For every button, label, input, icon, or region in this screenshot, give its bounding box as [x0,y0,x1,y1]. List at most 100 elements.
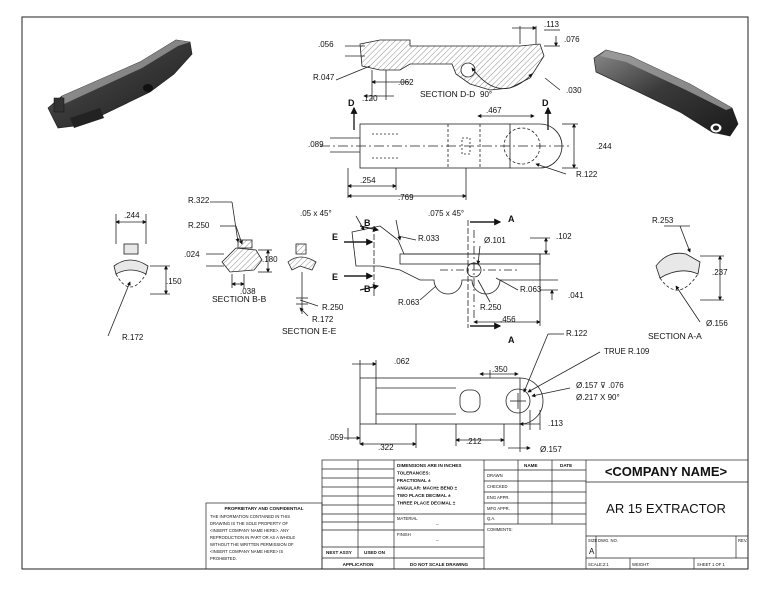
section-bb-dim-1: R.322 [188,196,210,205]
front-view-dim-1: .075 x 45° [428,209,464,218]
proprietary-line-2: <INSERT COMPANY NAME HERE>. ANY [210,528,289,533]
tolerance-line-2: FRACTIONAL ± [397,478,431,483]
section-aa-dim-2: Ø.156 [706,319,728,328]
iso-render-left [47,39,193,129]
section-bb-dim-7: R.172 [122,333,144,342]
role-label-4: Q.A. [487,516,495,521]
role-label-3: MFG APPR. [487,506,510,511]
top-view-dim-2: D [542,98,549,108]
tolerance-line-5: THREE PLACE DECIMAL ± [397,501,456,506]
proprietary-line-0: THE INFORMATION CONTAINED IN THIS [210,514,290,519]
proprietary-notice: THE INFORMATION CONTAINED IN THIS DRAWING… [210,514,295,561]
top-dim-text: .467 D D .089 .244 .254 .769 R.122 [308,98,612,202]
section-d-d-view [335,26,561,100]
tolerance-line-4: TWO PLACE DECIMAL ± [397,493,451,498]
section-dd-dim-6: 90° [480,90,492,99]
front-view-dim-3: A [508,335,515,345]
rev-label: REV. [738,538,747,543]
section-bb-dim-5: .150 [166,277,182,286]
front-view-dim-2: A [508,214,515,224]
tolerance-line-0: DIMENSIONS ARE IN INCHES [397,463,461,468]
date-column-header: DATE [560,463,572,468]
front-view-dim-4: E [332,232,338,242]
front-view-dim-11: R.063 [520,285,542,294]
proprietary-line-1: DRAWING IS THE SOLE PROPERTY OF [210,521,288,526]
section-bb-dim-3: .024 [184,250,200,259]
material-label: MATERIAL [397,516,418,521]
dwg-no-label: DWG. NO. [598,538,618,543]
front-view-dim-8: R.033 [418,234,440,243]
next-assy-label: NEXT ASSY [326,550,352,555]
application-label: APPLICATION [343,562,374,567]
section-e-e-view [287,243,319,317]
section-ee-dim-0: R.250 [322,303,344,312]
top-view [320,106,578,200]
proprietary-line-5: <INSERT COMPANY NAME HERE> IS [210,549,283,554]
section-b-b-label: SECTION B-B [212,294,267,304]
used-on-label: USED ON [364,550,386,555]
top-view-dim-1: D [348,98,355,108]
scale-label: SCALE:2:1 [588,562,609,567]
front-view-dim-0: .05 x 45° [300,209,332,218]
tolerance-line-3: ANGULAR: MACH± BEND ± [397,486,458,491]
front-view-dim-5: E [332,272,338,282]
size-label: SIZE [588,538,598,543]
bottom-view-dim-5: Ø.217 X 90° [576,393,620,402]
role-label-2: ENG APPR. [487,495,510,500]
bottom-view-dim-10: Ø.157 [540,445,562,454]
top-view-dim-7: R.122 [576,170,598,179]
section-dd-dim-3: R.047 [313,73,335,82]
top-view-dim-4: .244 [596,142,612,151]
section-ee-dim-1: R.172 [312,315,334,324]
top-view-dim-3: .089 [308,140,324,149]
section-aa-dim-0: R.253 [652,216,674,225]
section-aa-dim-1: .237 [712,268,728,277]
section-a-a-view [655,225,724,323]
role-label-0: DRAWN [487,473,503,478]
bottom-view-dim-3: TRUE R.109 [604,347,650,356]
sheet-label: SHEET 1 OF 1 [697,562,726,567]
top-view-dim-0: .467 [486,106,502,115]
do-not-scale-label: DO NOT SCALE DRAWING [410,562,469,567]
section-dd-dim-0: .056 [318,40,334,49]
section-dd-dim-5: .062 [398,78,414,87]
bottom-view-dim-7: .059 [328,433,344,442]
section-bb-dim-2: R.250 [188,221,210,230]
size-value: A [589,547,595,556]
finish-label: FINISH [397,532,411,537]
section-dd-dim-7: .030 [566,86,582,95]
bottom-view-dim-4: Ø.157 ⊽ .076 [576,381,624,390]
section-dd-dim-2: .076 [564,35,580,44]
bottom-view-dim-2: R.122 [566,329,588,338]
top-view-dim-6: .769 [398,193,414,202]
drawing-title: AR 15 EXTRACTOR [606,501,726,516]
bottom-view-dim-0: .062 [394,357,410,366]
section-dd-dim-1: .113 [544,20,560,29]
title-block [205,459,749,570]
weight-label: WEIGHT: [632,562,649,567]
name-column-header: NAME [524,463,538,468]
material-value: -- [436,522,439,527]
role-label-5: COMMENTS: [487,527,513,532]
front-view-dim-14: R.250 [480,303,502,312]
section-a-a-label: SECTION A-A [648,331,702,341]
top-view-dim-5: .254 [360,176,376,185]
iso-render-right [593,49,739,137]
section-bb-dim-0: .244 [124,211,140,220]
proprietary-line-3: REPRODUCTION IN PART OR AS A WHOLE [210,535,295,540]
front-view-dim-10: .102 [556,232,572,241]
section-dd-dim-4: .120 [362,94,378,103]
front-view-dim-7: B [364,284,371,294]
bottom-view-dim-8: .322 [378,443,394,452]
section-bb-dim-4: .180 [262,255,278,264]
section-bb-dim-6: .038 [240,287,256,296]
bottom-view [344,333,601,452]
front-view-dim-15: .456 [500,315,516,324]
bottom-view-dim-1: .350 [492,365,508,374]
